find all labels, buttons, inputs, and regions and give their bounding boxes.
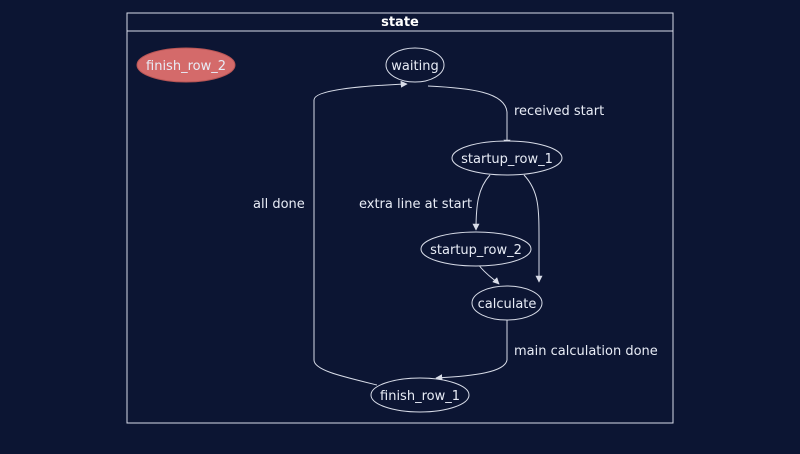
edge-startup-row-1-to-startup-row-2	[472, 174, 491, 231]
composite-state-container: state	[126, 12, 674, 424]
state-waiting: waiting	[385, 47, 445, 83]
edge-finish-row-1-to-waiting	[313, 80, 408, 386]
state-finish-row-2: finish_row_2	[136, 47, 236, 83]
state-label-waiting: waiting	[391, 59, 438, 74]
state-startup-row-1: startup_row_1	[451, 140, 563, 176]
edge-startup-row-1-to-calculate	[523, 174, 543, 283]
edge-label-main-calculation-done: main calculation done	[514, 344, 658, 359]
state-startup-row-2: startup_row_2	[420, 231, 532, 267]
state-label-finish-row-1: finish_row_1	[380, 389, 460, 404]
edge-label-all-done: all done	[253, 197, 305, 212]
state-finish-row-1: finish_row_1	[370, 377, 470, 413]
edge-label-received-start: received start	[514, 104, 604, 119]
state-calculate: calculate	[471, 285, 543, 321]
state-label-finish-row-2: finish_row_2	[146, 59, 226, 74]
edge-waiting-to-startup-row-1	[427, 85, 511, 147]
composite-state-title: state	[381, 15, 419, 30]
state-label-startup-row-1: startup_row_1	[461, 152, 553, 167]
edge-calculate-to-finish-row-1	[435, 320, 508, 382]
edge-label-extra-line-at-start: extra line at start	[359, 197, 472, 212]
state-label-calculate: calculate	[478, 297, 537, 312]
state-label-startup-row-2: startup_row_2	[430, 243, 522, 258]
